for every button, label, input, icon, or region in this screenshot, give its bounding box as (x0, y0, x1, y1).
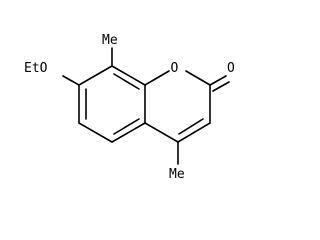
ring-oxygen-label: O (171, 61, 179, 76)
bond-c7-c8 (78, 65, 113, 86)
bond-c4-c4a (144, 122, 179, 143)
methyl-c8-label: Me (102, 33, 118, 48)
bond-c2-carbonyl-o (209, 75, 227, 86)
double-bond-c2-carbonyl-o (212, 81, 230, 92)
bond-c8a-o1 (144, 70, 170, 86)
methyl-c4-label: Me (169, 167, 185, 182)
benzene-ring (78, 65, 146, 143)
bond-c5-c6 (78, 122, 113, 143)
bond-c3-c4 (177, 122, 211, 143)
double-bond-c3-c4 (178, 118, 204, 135)
bond-c4a-c5 (111, 122, 146, 143)
molecule-structure: O O Me Me EtO (24, 33, 235, 182)
substituent-bonds (62, 47, 230, 165)
ethoxy-label: EtO (24, 61, 48, 76)
bond-c7-ethoxy (62, 75, 80, 86)
bond-c8-c8a (111, 65, 146, 86)
double-bond-c4a-c5 (113, 118, 140, 135)
double-bond-c8-c8a (113, 73, 140, 90)
bond-o1-c2 (185, 70, 211, 86)
pyranone-ring (144, 70, 211, 143)
carbonyl-oxygen-label: O (227, 61, 235, 76)
